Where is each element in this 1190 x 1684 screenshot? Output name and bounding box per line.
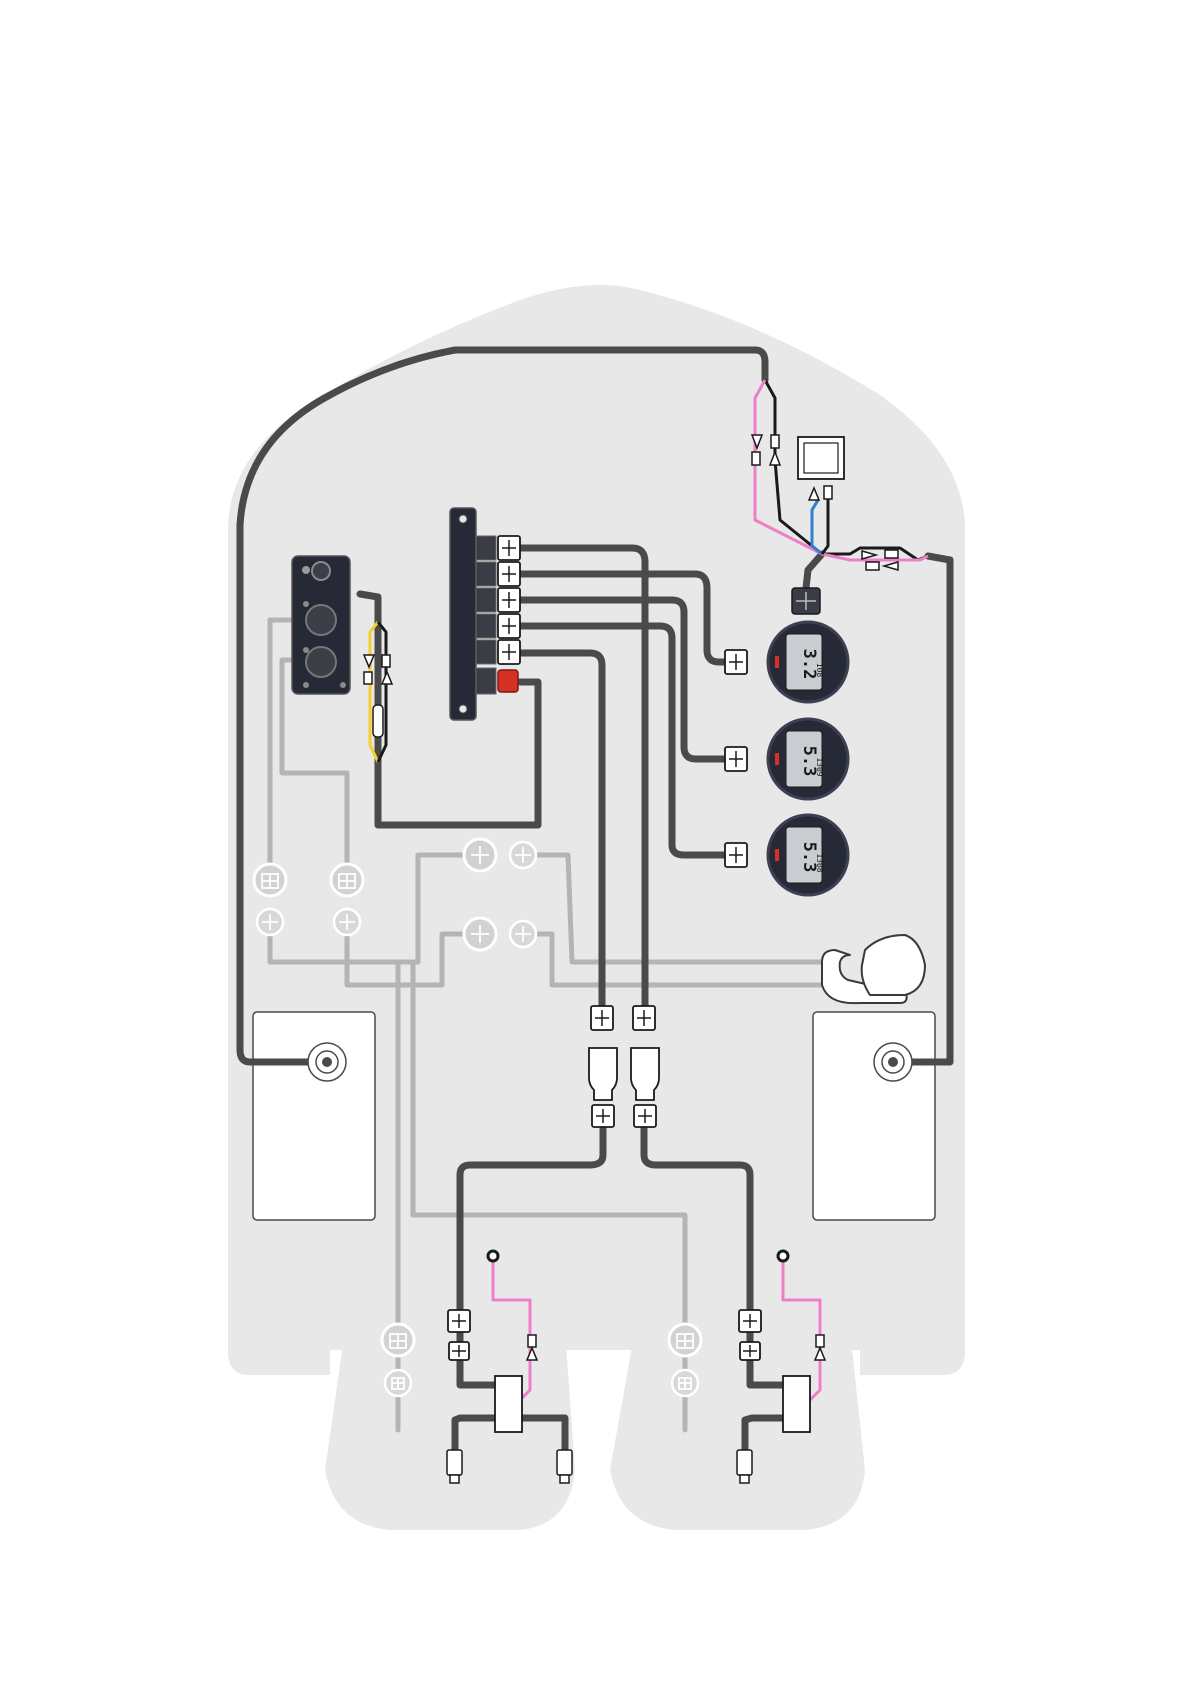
connector-hub-top	[792, 588, 820, 614]
inline-connector-right-c	[866, 562, 879, 570]
junction-port	[476, 562, 496, 586]
connector-bus-3	[498, 588, 520, 612]
warning-icon	[302, 566, 310, 574]
terminal-plug-left-b	[557, 1450, 572, 1483]
ring-terminal-left	[488, 1251, 498, 1261]
round-connector	[254, 864, 286, 896]
engine-interface-right	[783, 1376, 810, 1432]
tank-right	[813, 1012, 935, 1220]
tank-sender-right	[874, 1043, 912, 1081]
mounting-hole-icon	[459, 705, 467, 713]
inline-connector-panel-b	[382, 655, 390, 667]
connector-engine-right-a	[739, 1310, 761, 1332]
junction-port	[476, 614, 496, 638]
terminal-plug-right	[737, 1450, 752, 1483]
connector-mid-left-bottom	[592, 1105, 614, 1127]
junction-port	[476, 640, 496, 664]
inline-connector-panel-c	[364, 672, 372, 684]
mounting-hole-icon	[459, 515, 467, 523]
round-connector	[464, 839, 496, 871]
round-connector	[331, 864, 363, 896]
indicator-light-icon	[312, 562, 330, 580]
panel-screw-icon	[303, 601, 309, 607]
sensor-module	[798, 437, 844, 479]
panel-screw-icon	[340, 682, 346, 688]
tank-left	[253, 1012, 375, 1220]
inline-connector-left-engine-a	[528, 1335, 536, 1347]
connector-gauge-3	[725, 843, 747, 867]
inline-connector-right-engine-a	[816, 1335, 824, 1347]
junction-port	[476, 668, 496, 694]
switch-panel	[292, 556, 350, 694]
inline-connector-top-c	[752, 452, 760, 465]
round-connector	[510, 842, 536, 868]
connector-bus-2	[498, 562, 520, 586]
connector-engine-right-b	[740, 1342, 760, 1360]
terminal-plug-left-a	[447, 1450, 462, 1483]
round-connector	[382, 1324, 414, 1356]
gauge-brand-mark	[775, 849, 779, 861]
toggle-switch-icon	[306, 647, 336, 677]
pontoon-left	[325, 1250, 575, 1530]
engine-interface-left	[495, 1376, 522, 1432]
connector-bus-1	[498, 536, 520, 560]
round-connector	[334, 909, 360, 935]
junction-box-body	[450, 508, 476, 720]
junction-port	[476, 536, 496, 560]
round-connector	[510, 921, 536, 947]
throttle-head	[862, 935, 925, 995]
y-adapter-right	[631, 1048, 659, 1100]
connector-engine-left-b	[449, 1342, 469, 1360]
connector-mid-right-top	[633, 1006, 655, 1030]
connector-bus-red	[498, 670, 518, 692]
connector-mid-right-bottom	[634, 1105, 656, 1127]
ring-terminal-right	[778, 1251, 788, 1261]
round-connector	[464, 918, 496, 950]
panel-screw-icon	[303, 647, 309, 653]
connector-bus-5	[498, 640, 520, 664]
inline-connector-right-b	[885, 550, 898, 558]
round-connector	[257, 909, 283, 935]
gauge-brand-mark	[775, 656, 779, 668]
round-connector	[669, 1324, 701, 1356]
connector-gauge-1	[725, 650, 747, 674]
gauge-secondary-reading: 1308	[815, 853, 824, 872]
junction-box	[450, 508, 496, 720]
boat-hull	[228, 285, 965, 1530]
connector-gauge-2	[725, 747, 747, 771]
pontoon-right	[610, 1250, 865, 1530]
sensor-module-inner	[804, 443, 838, 473]
round-connector	[385, 1370, 411, 1396]
inline-connector-sensor	[824, 486, 832, 499]
connector-engine-left-a	[448, 1310, 470, 1332]
gauge-secondary-reading: 1309	[815, 757, 824, 776]
panel-screw-icon	[303, 682, 309, 688]
gauge-brand-mark	[775, 753, 779, 765]
inline-fuse-holder	[373, 705, 383, 737]
junction-port	[476, 588, 496, 612]
connector-bus-4	[498, 614, 520, 638]
gauge-secondary-reading: 108	[815, 663, 824, 678]
inline-connector-top-b	[771, 435, 779, 448]
y-adapter-left	[589, 1048, 617, 1100]
tank-sender-left	[308, 1043, 346, 1081]
round-connector	[672, 1370, 698, 1396]
key-switch-icon	[306, 605, 336, 635]
connector-mid-left-top	[591, 1006, 613, 1030]
